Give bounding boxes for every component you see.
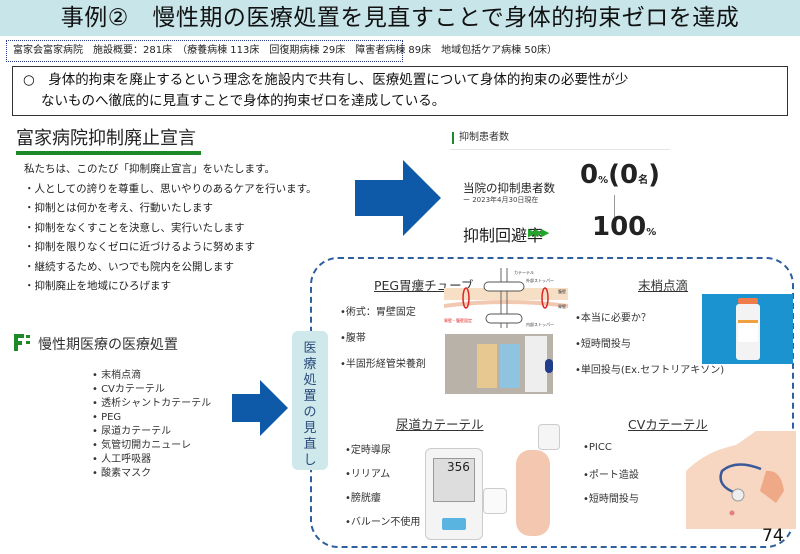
review-label-char: し: [303, 453, 317, 468]
review-label-char: 処: [303, 373, 317, 388]
page-title: 事例② 慢性期の医療処置を見直すことで身体的拘束ゼロを達成: [60, 5, 740, 31]
urinary-item: •定時導尿: [345, 445, 391, 456]
bladder-scanner-device: 356: [425, 440, 507, 545]
fuke-logo-icon: [14, 334, 30, 351]
declaration-item: ・抑制をなくすことを決意し、実行いたします: [24, 221, 245, 234]
svg-text:腹壁: 腹壁: [558, 288, 566, 294]
patients-percent: 0: [580, 160, 599, 190]
peripheral-iv-list: •本当に必要か？ •短時間投与 •単回投与(Ex.セフトリアキソン): [575, 309, 724, 387]
triple-arrow-icon: ▶▶▶: [528, 226, 549, 239]
procedure-item: • 気管切開カニューレ: [92, 440, 192, 451]
review-label-char: 療: [303, 357, 317, 372]
patients-value: 0%(0名): [580, 160, 660, 190]
review-label-char: 医: [303, 341, 317, 356]
device-reading: 356: [447, 460, 470, 474]
review-label: 医療処置の見直し: [292, 341, 328, 469]
review-label-box: [292, 331, 328, 470]
procedure-item: • 末梢点滴: [92, 370, 142, 381]
declaration-title: 富家病院抑制廃止宣言: [16, 128, 196, 149]
declaration-item: ・抑制を限りなくゼロに近づけるように努めます: [24, 241, 255, 253]
patients-label: 当院の抑制患者数: [463, 181, 555, 195]
procedure-item: • 尿道カテーテル: [92, 426, 172, 437]
avoidance-label: 抑制回避率: [463, 226, 544, 245]
summary-box: ○ 身体的拘束を廃止するという理念を施設内で共有し、医療処置について身体的拘束の…: [12, 66, 788, 116]
peripheral-iv-item: •短時間投与: [575, 339, 631, 350]
svg-text:カテーテル: カテーテル: [514, 269, 534, 275]
procedure-item: • 人工呼吸器: [92, 454, 152, 465]
declaration-item: ・人としての誇りを尊重し、思いやりのあるケアを行います。: [24, 182, 317, 195]
review-label-char: 直: [303, 437, 317, 452]
review-label-char: の: [303, 405, 317, 420]
procedure-item: • CVカテーテル: [92, 384, 165, 395]
review-label-char: 見: [303, 421, 317, 436]
hand-with-sensor-photo: [510, 418, 570, 538]
urinary-item: •膀胱瘻: [345, 493, 381, 504]
facility-overview: 富家会富家病院 施設概要：281床 （療養病棟 113床 回復期病棟 29床 障…: [6, 40, 557, 62]
cv-port-chest-illustration: [686, 431, 796, 529]
peg-supplies-photo: [445, 334, 553, 394]
peg-list: •術式：胃壁固定 •腹帯 •半固形経管栄養剤: [340, 303, 426, 381]
page-number: 74: [762, 526, 784, 546]
declaration-item: ・継続するため、いつでも院内を公開します: [24, 260, 234, 273]
arrow-right-icon: [355, 160, 441, 236]
cv-item: •短時間投与: [583, 494, 639, 505]
procedures-title: 慢性期医療の医療処置: [38, 337, 178, 353]
peg-item: •腹帯: [340, 333, 366, 344]
svg-text:胃壁・腹壁固定: 胃壁・腹壁固定: [444, 317, 472, 323]
title-bar: [0, 0, 800, 36]
cv-catheter-title: CVカテーテル: [628, 417, 708, 432]
stats-divider: [450, 149, 670, 150]
cv-catheter-list: •PICC •ポート造設 •短時間投与: [583, 442, 639, 514]
peg-item: •半固形経管栄養剤: [340, 359, 426, 370]
summary-line-1: ○ 身体的拘束を廃止するという理念を施設内で共有し、医療処置について身体的拘束の…: [23, 72, 629, 88]
cv-item: •PICC: [583, 442, 612, 453]
urinary-item: •バルーン不使用: [345, 517, 421, 528]
urinary-catheter-title: 尿道カテーテル: [396, 417, 484, 432]
declaration-item: ・抑制廃止を地域にひろげます: [24, 280, 171, 292]
stats-header: 抑制患者数: [452, 132, 509, 144]
declaration-item: ・抑制とは何かを考え、行動いたします: [24, 202, 213, 214]
peg-item: •術式：胃壁固定: [340, 307, 416, 318]
declaration-list: 私たちは、このたび「抑制廃止宣言」をいたします。 ・人としての誇りを尊重し、思い…: [24, 160, 317, 297]
urinary-catheter-list: •定時導尿 •リリアム •膀胱瘻 •バルーン不使用: [345, 441, 420, 537]
cv-item: •ポート造設: [583, 470, 639, 481]
svg-text:外部ストッパー: 外部ストッパー: [526, 277, 554, 283]
review-label-char: 置: [303, 389, 317, 404]
avoidance-value: 100%: [592, 212, 657, 242]
procedure-item: • PEG: [92, 412, 122, 423]
declaration-intro: 私たちは、このたび「抑制廃止宣言」をいたします。: [24, 163, 275, 175]
procedures-list: • 末梢点滴 • CVカテーテル • 透析シャントカテーテル • PEG • 尿…: [92, 369, 211, 481]
procedure-item: • 酸素マスク: [92, 468, 152, 479]
stats-connector-line: [614, 195, 615, 217]
peg-tube-diagram: カテーテル 外部ストッパー 腹壁 胃壁 胃壁・腹壁固定 内部ストッパー: [444, 268, 568, 328]
summary-line-2: ないものへ徹底的に見直すことで身体的拘束ゼロを達成している。: [41, 93, 446, 109]
arrow-right-icon: [232, 380, 288, 436]
svg-text:胃壁: 胃壁: [558, 303, 566, 309]
urinary-item: •リリアム: [345, 469, 391, 480]
peripheral-iv-item: •本当に必要か？: [575, 313, 651, 324]
as-of-date: ー 2023年4月30日現在: [463, 196, 539, 204]
procedure-item: • 透析シャントカテーテル: [92, 398, 212, 409]
peripheral-iv-title: 末梢点滴: [638, 278, 689, 293]
declaration-underline: [16, 151, 201, 155]
ceftriaxone-vial-photo: [702, 294, 793, 364]
peripheral-iv-item: •単回投与(Ex.セフトリアキソン): [575, 365, 725, 376]
svg-text:内部ストッパー: 内部ストッパー: [526, 321, 554, 327]
patients-count: 0: [620, 160, 639, 190]
